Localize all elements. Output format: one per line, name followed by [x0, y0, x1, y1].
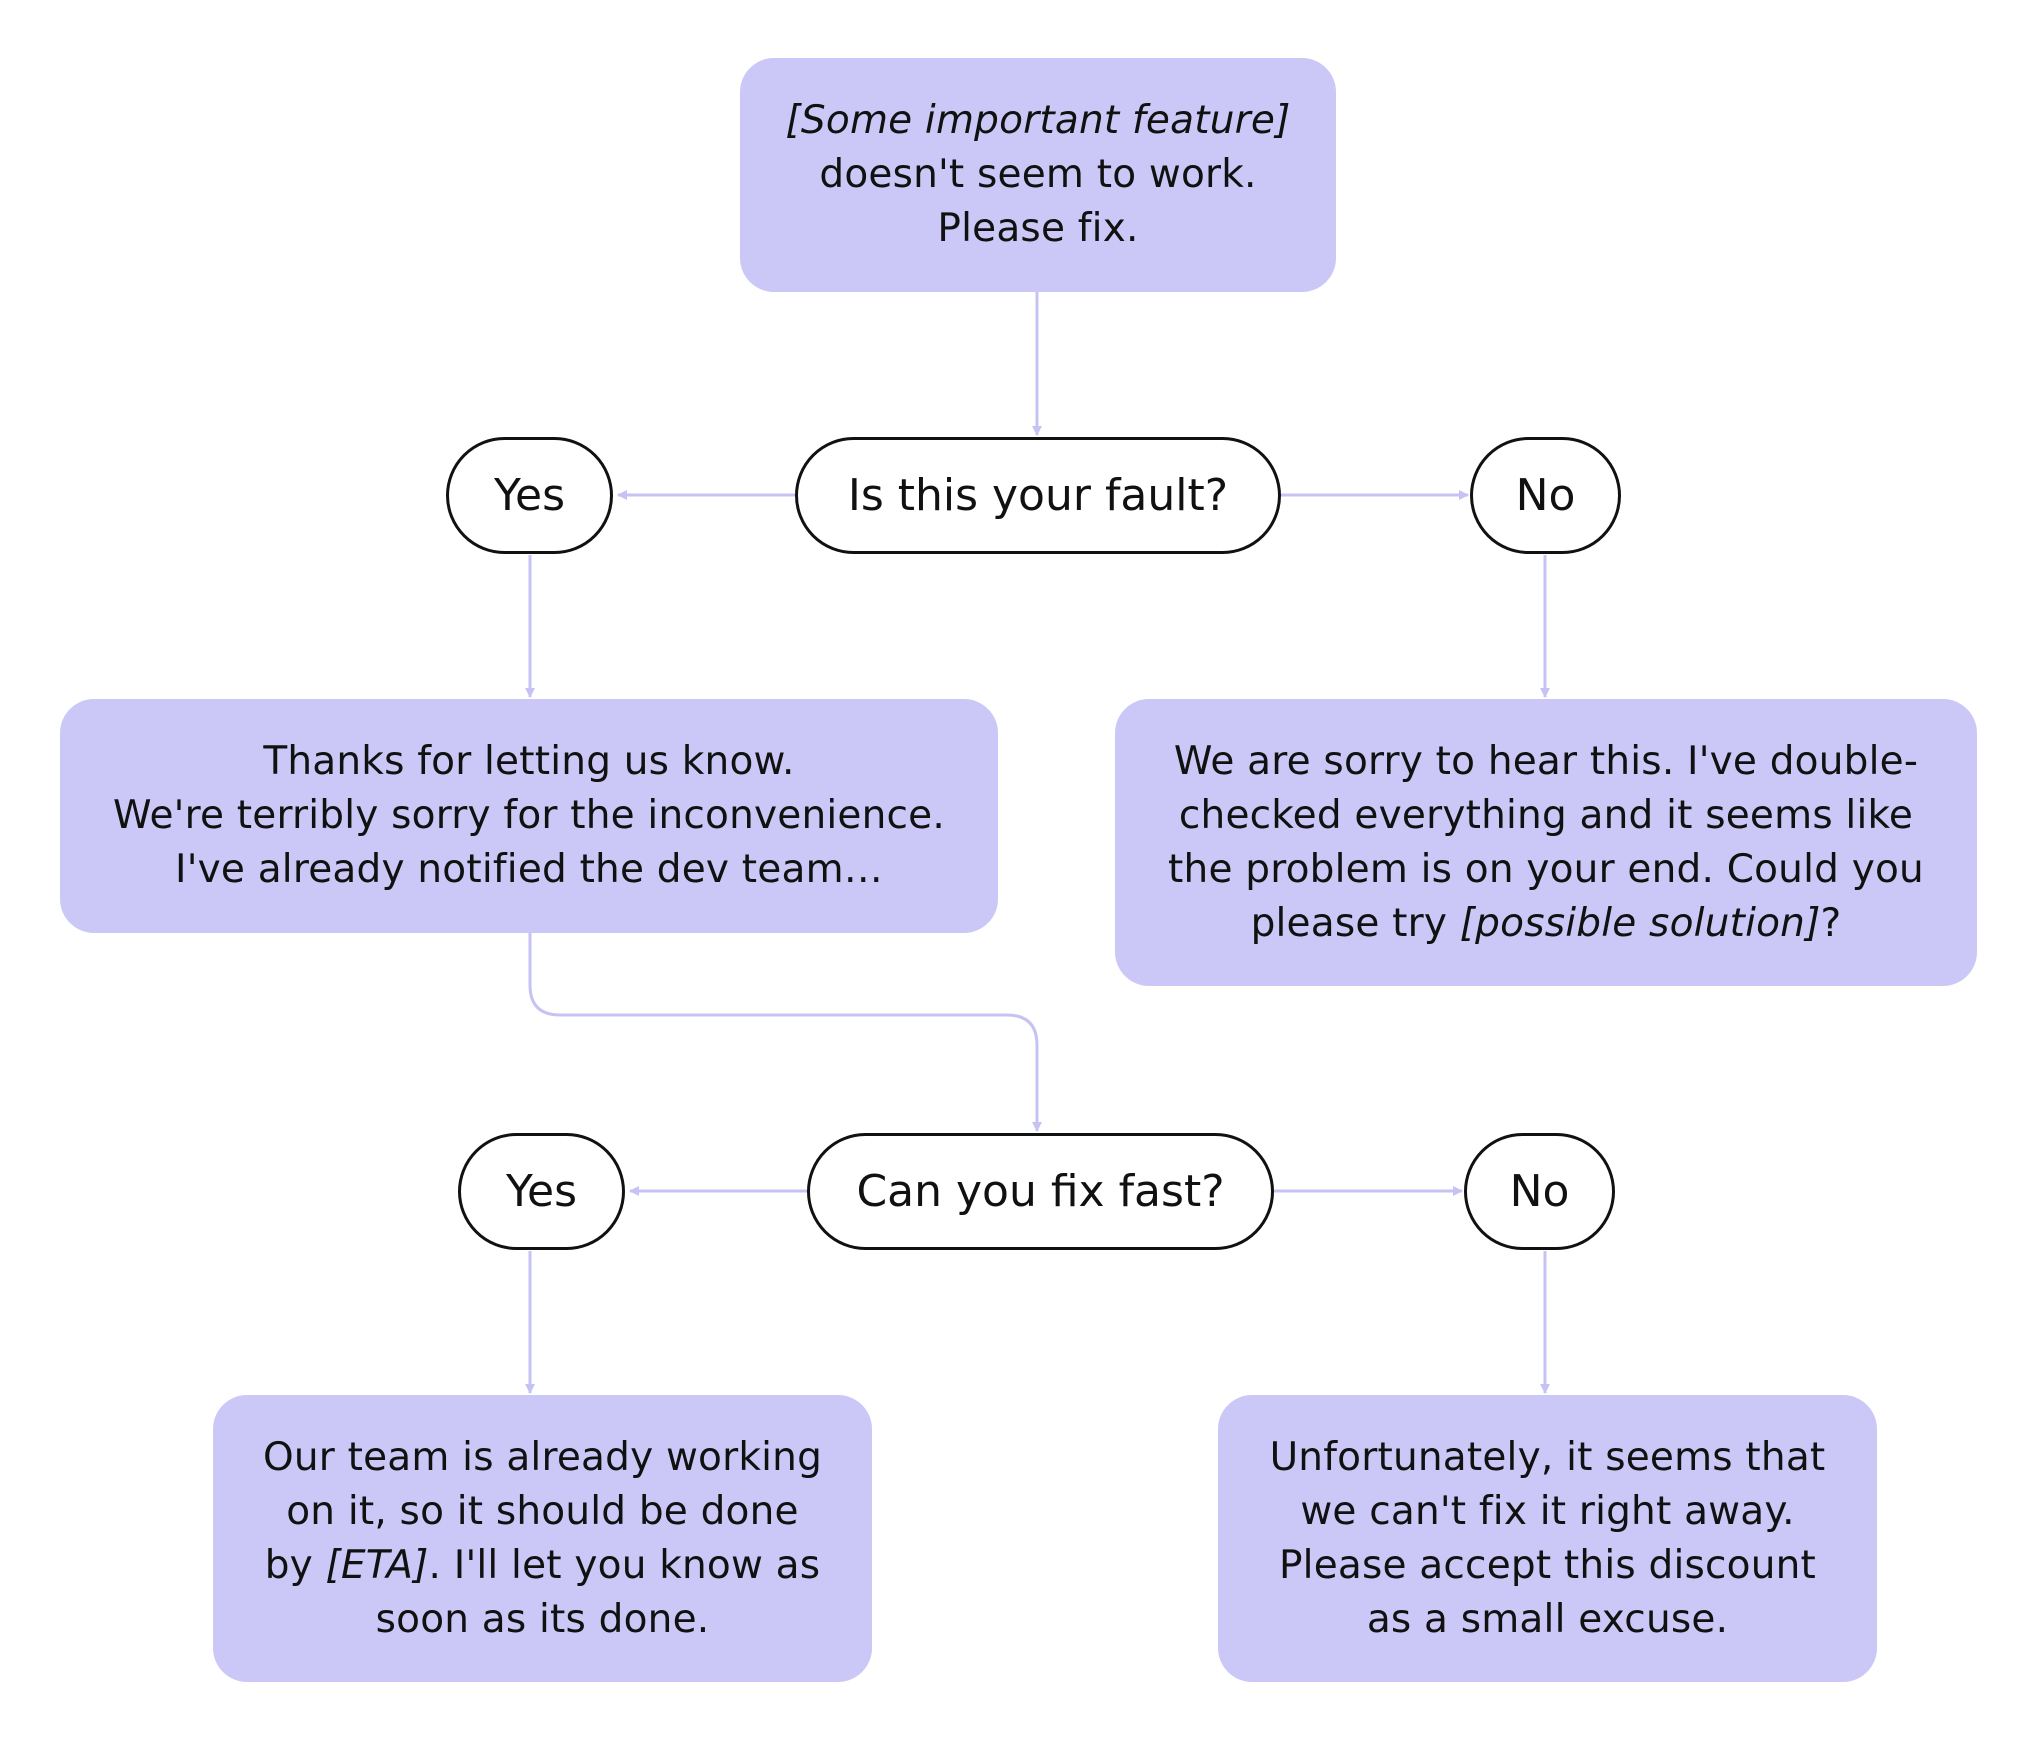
- start-line-2: doesn't seem to work.: [819, 152, 1257, 197]
- reply-no-fault-box: We are sorry to hear this. I've double- …: [1115, 699, 1977, 986]
- start-message-box: [Some important feature] doesn't seem to…: [740, 58, 1336, 292]
- reply-yes-fault-box: Thanks for letting us know. We're terrib…: [60, 699, 998, 933]
- reply-cannot-fix-box: Unfortunately, it seems that we can't fi…: [1218, 1395, 1877, 1682]
- reply-fix-fast-line-4: soon as its done.: [375, 1596, 710, 1642]
- reply-fix-fast-line-2: on it, so it should be done: [286, 1488, 799, 1534]
- arrow-reply-to-question2: [528, 933, 1042, 1132]
- question2-pill: Can you fix fast?: [807, 1133, 1274, 1250]
- question1-no-pill: No: [1470, 437, 1621, 554]
- reply-no-fault-line-1: We are sorry to hear this. I've double-: [1173, 738, 1919, 784]
- reply-cannot-fix-line-4: as a small excuse.: [1366, 1596, 1729, 1642]
- reply-cannot-fix-line-3: Please accept this discount: [1278, 1542, 1817, 1588]
- reply-yes-fault-line-3: I've already notified the dev team…: [175, 847, 883, 892]
- reply-fix-fast-box: Our team is already working on it, so it…: [213, 1395, 872, 1682]
- question2-no-pill: No: [1464, 1133, 1615, 1250]
- reply-yes-fault-line-2: We're terribly sorry for the inconvenien…: [113, 793, 945, 838]
- start-line-1: [Some important feature]: [785, 98, 1291, 143]
- reply-yes-fault-line-1: Thanks for letting us know.: [263, 739, 795, 784]
- reply-no-fault-line-4: please try [possible solution]?: [1250, 900, 1842, 946]
- question1-pill: Is this your fault?: [795, 437, 1281, 554]
- reply-cannot-fix-line-2: we can't fix it right away.: [1300, 1488, 1795, 1534]
- question2-yes-pill: Yes: [458, 1133, 625, 1250]
- reply-no-fault-line-2: checked everything and it seems like: [1178, 792, 1914, 838]
- question1-yes-pill: Yes: [446, 437, 613, 554]
- reply-no-fault-line-3: the problem is on your end. Could you: [1168, 846, 1924, 892]
- reply-cannot-fix-line-1: Unfortunately, it seems that: [1269, 1434, 1826, 1480]
- start-line-3: Please fix.: [937, 206, 1139, 251]
- reply-fix-fast-line-3: by [ETA]. I'll let you know as: [264, 1542, 821, 1588]
- reply-fix-fast-line-1: Our team is already working: [262, 1434, 823, 1480]
